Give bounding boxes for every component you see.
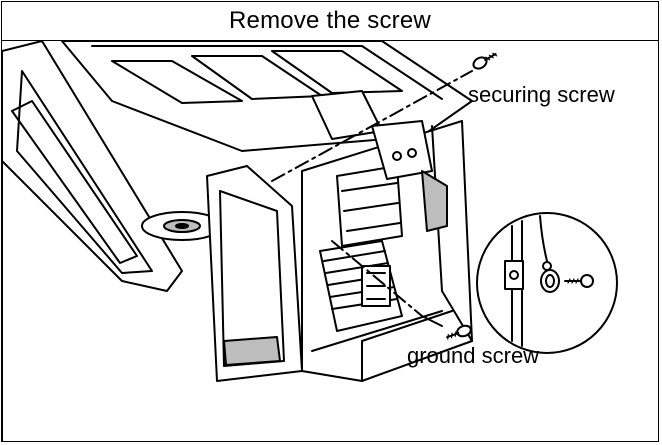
securing-screw-guide — [271, 52, 498, 182]
microwave-illustration — [2, 41, 658, 441]
front-panel — [206, 165, 303, 382]
securing-screw-label: securing screw — [468, 82, 615, 107]
heat-sink — [319, 240, 403, 332]
title-bar: Remove the screw — [2, 2, 658, 41]
open-door — [2, 41, 183, 441]
ground-screw-guide — [331, 240, 472, 340]
control-bracket — [311, 90, 448, 232]
magnified-detail — [476, 212, 618, 354]
ground-screw-label: ground screw — [407, 343, 540, 368]
ground-screw-icon — [446, 324, 472, 340]
detail-screw-icon — [564, 274, 594, 288]
diagram-title: Remove the screw — [229, 7, 431, 34]
transformer — [336, 165, 403, 247]
securing-screw-icon — [472, 52, 498, 70]
